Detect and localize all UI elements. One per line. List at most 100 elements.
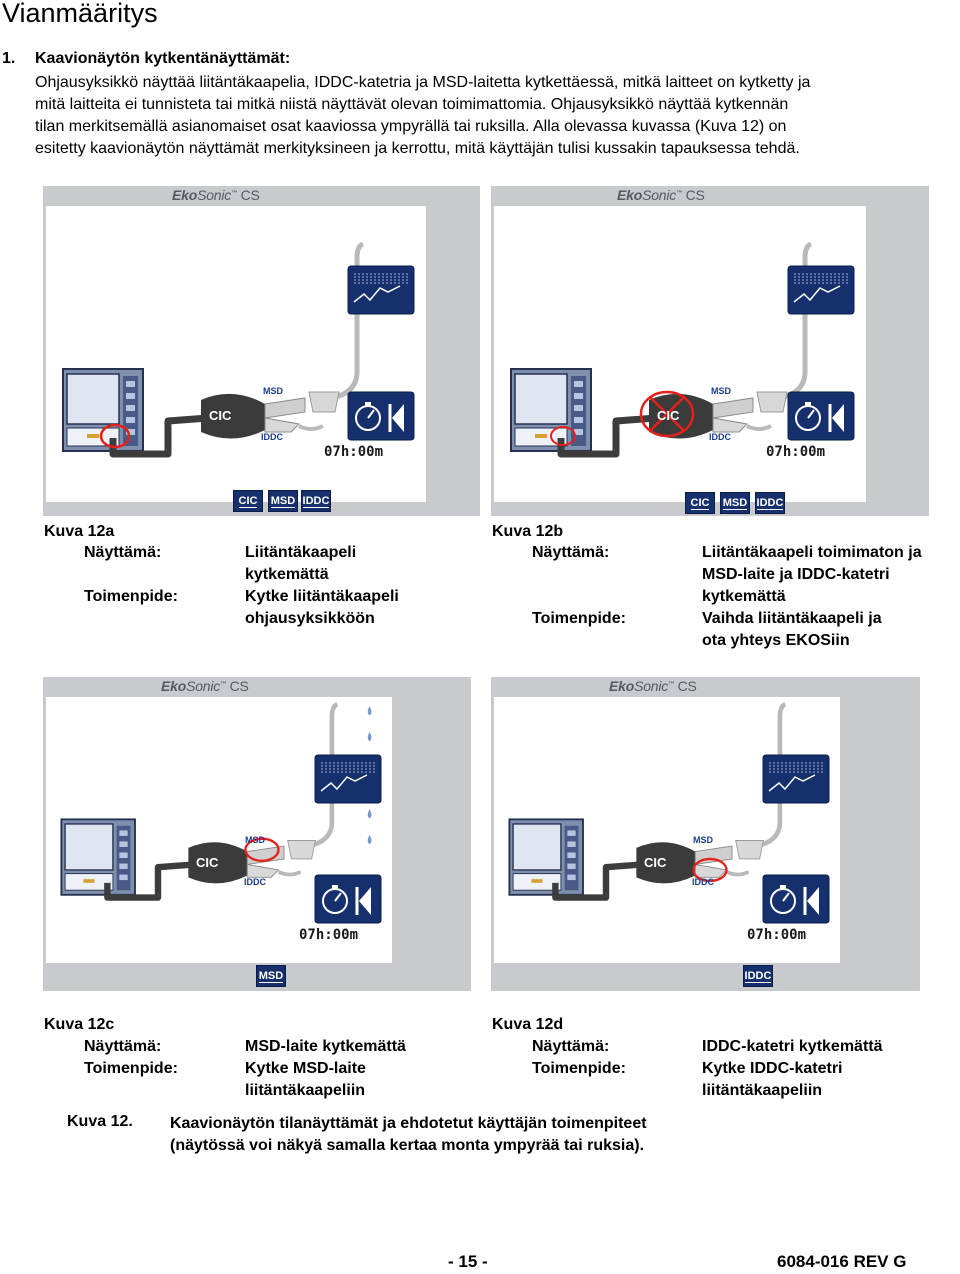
msd-label: MSD: [693, 835, 713, 845]
timer-readout: 07h:00m: [324, 444, 384, 460]
caption-title: Kuva 12b: [492, 523, 564, 540]
trend-graph-button[interactable]: [787, 265, 855, 315]
brand-logo: EkoSonic™ CS: [617, 187, 705, 203]
trademark-mark: ™: [231, 190, 237, 197]
brand-name: Eko: [617, 187, 643, 203]
display-text: kytkemättä: [245, 566, 329, 583]
cic-label: CIC: [196, 855, 219, 870]
section-number: 1.: [2, 50, 16, 67]
display-label: Näyttämä:: [532, 1038, 610, 1055]
figure-label: Kuva 12.: [67, 1113, 133, 1130]
status-mark-circle: [692, 857, 728, 883]
brand-name: Eko: [172, 187, 198, 203]
tab-cic[interactable]: CIC: [233, 490, 263, 512]
cic-connector: [201, 393, 265, 439]
display-label: Näyttämä:: [84, 544, 162, 561]
tab-msd[interactable]: MSD: [268, 490, 298, 512]
msd-device-icon: [756, 391, 788, 413]
timer-readout: 07h:00m: [299, 927, 359, 943]
figure-caption-line: Kaavionäytön tilanäyttämät ja ehdotetut …: [170, 1115, 647, 1132]
display-text: kytkemättä: [702, 588, 786, 605]
tab-msd[interactable]: MSD: [720, 492, 750, 514]
cic-connector: [188, 842, 248, 884]
action-text: ohjausyksikköön: [245, 610, 375, 627]
control-unit-icon: [508, 818, 584, 896]
tab-label: MSD: [722, 496, 748, 510]
tab-label: IDDC: [744, 969, 772, 983]
brand-logo: EkoSonic™ CS: [609, 678, 697, 694]
action-label: Toimenpide:: [532, 610, 626, 627]
brand-name-light: Sonic: [642, 187, 677, 203]
action-text: liitäntäkaapeliin: [702, 1082, 823, 1099]
timer-pause-button[interactable]: [347, 391, 415, 441]
status-mark-circle: [99, 423, 131, 449]
interface-cable: [557, 414, 657, 458]
display-text: IDDC-katetri kytkemättä: [702, 1038, 883, 1055]
status-mark-circle: [550, 390, 695, 446]
connection-diagram: [60, 702, 382, 924]
page-title: Vianmääritys: [2, 0, 158, 28]
timer-pause-button[interactable]: [787, 391, 855, 441]
caption-title: Kuva 12a: [44, 523, 115, 540]
caption-title: Kuva 12c: [44, 1016, 115, 1033]
page-number: - 15 -: [448, 1252, 488, 1271]
brand-name-light: Sonic: [186, 678, 221, 694]
brand-logo: EkoSonic™ CS: [161, 678, 249, 694]
display-text: MSD-laite kytkemättä: [245, 1038, 406, 1055]
brand-suffix: CS: [225, 678, 249, 694]
trend-graph-button[interactable]: [762, 754, 830, 804]
timer-readout: 07h:00m: [766, 444, 826, 460]
brand-suffix: CS: [681, 187, 705, 203]
action-text: Vaihda liitäntäkaapeli ja: [702, 610, 882, 627]
document-id: 6084-016 REV G: [777, 1252, 907, 1271]
fluid-drop-icon: [367, 809, 372, 819]
tab-msd[interactable]: MSD: [256, 965, 286, 987]
trademark-mark: ™: [668, 681, 674, 688]
tab-iddc[interactable]: IDDC: [301, 490, 331, 512]
tab-label: CIC: [690, 496, 710, 510]
trend-graph-button[interactable]: [347, 265, 415, 315]
timer-pause-button[interactable]: [314, 874, 382, 924]
trend-graph-button[interactable]: [314, 754, 382, 804]
display-text: Liitäntäkaapeli: [245, 544, 357, 561]
cic-label: CIC: [644, 855, 667, 870]
control-unit-icon: [62, 368, 144, 452]
iddc-label: IDDC: [709, 432, 731, 442]
brand-suffix: CS: [236, 187, 260, 203]
iddc-label: IDDC: [244, 877, 266, 887]
action-label: Toimenpide:: [532, 1060, 626, 1077]
cic-label: CIC: [657, 408, 680, 423]
tab-cic[interactable]: CIC: [685, 492, 715, 514]
tab-label: IDDC: [756, 496, 784, 510]
tab-iddc[interactable]: IDDC: [743, 965, 773, 987]
caption-title: Kuva 12d: [492, 1016, 564, 1033]
trademark-mark: ™: [220, 681, 226, 688]
brand-name: Eko: [161, 678, 187, 694]
cic-connector: [649, 393, 713, 439]
iddc-label: IDDC: [692, 877, 714, 887]
connection-diagram: [62, 241, 415, 458]
section-title: Kaavionäytön kytkentänäyttämät:: [35, 50, 291, 67]
intro-line: esitetty kaavionäytön näyttämät merkityk…: [35, 140, 800, 157]
timer-readout: 07h:00m: [747, 927, 807, 943]
display-text: Liitäntäkaapeli toimimaton ja: [702, 544, 922, 561]
intro-paragraph: Ohjausyksikkö näyttää liitäntäkaapelia, …: [35, 72, 955, 160]
screen-display: [46, 206, 426, 502]
msd-label: MSD: [245, 835, 265, 845]
tab-label: MSD: [258, 969, 284, 983]
interface-cable: [109, 414, 209, 458]
msd-device-icon: [735, 840, 764, 860]
fluid-drop-icon: [367, 835, 372, 845]
action-label: Toimenpide:: [84, 588, 178, 605]
action-text: ota yhteys EKOSiin: [702, 632, 850, 649]
brand-suffix: CS: [673, 678, 697, 694]
intro-line: mitä laitteita ei tunnisteta tai mitkä n…: [35, 96, 789, 113]
trademark-mark: ™: [676, 190, 682, 197]
timer-pause-button[interactable]: [762, 874, 830, 924]
brand-name: Eko: [609, 678, 635, 694]
msd-device-icon: [308, 391, 340, 413]
tab-iddc[interactable]: IDDC: [755, 492, 785, 514]
connection-diagram: [508, 702, 830, 924]
